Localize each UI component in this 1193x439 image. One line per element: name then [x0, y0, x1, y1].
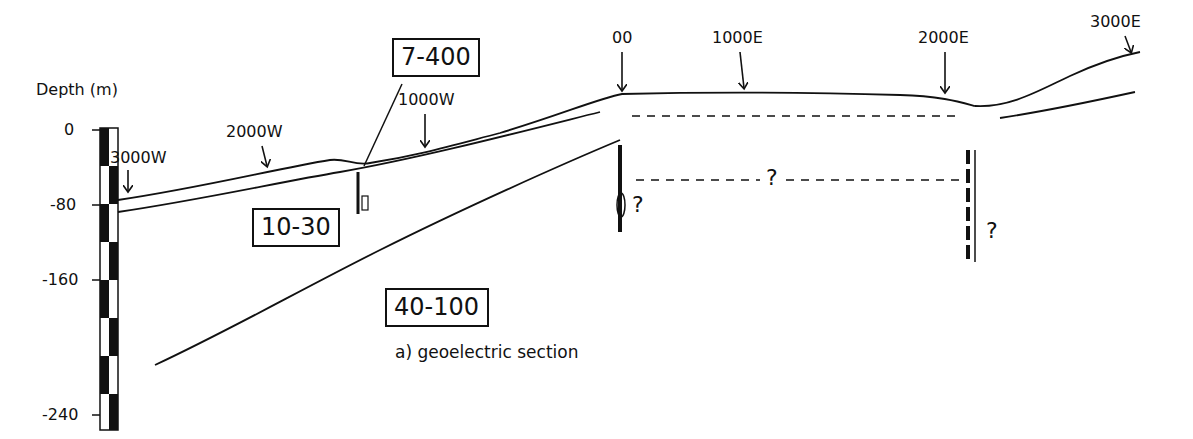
query-mark: ?: [632, 192, 644, 218]
resistivity-box: 7-400: [392, 38, 480, 77]
inferred-boundaries: [632, 116, 960, 180]
resistivity-value: 10-30: [261, 213, 331, 242]
station-label: 1000W: [398, 90, 455, 109]
station-label: 3000W: [110, 148, 167, 167]
station-label: 2000E: [918, 28, 969, 47]
resistivity-box: 10-30: [252, 208, 340, 247]
boreholes: [358, 84, 975, 262]
station-label: 1000E: [712, 28, 763, 47]
depth-tick: 0: [64, 120, 74, 139]
station-arrows: [128, 36, 1131, 191]
depth-tick: -240: [42, 405, 78, 424]
figure-caption: a) geoelectric section: [395, 342, 578, 362]
resistivity-box: 40-100: [385, 288, 489, 327]
query-mark: ?: [986, 218, 998, 244]
station-label: 3000E: [1090, 12, 1141, 31]
resistivity-value: 40-100: [394, 293, 480, 322]
axis-title: Depth (m): [36, 80, 118, 99]
query-mark: ?: [766, 165, 778, 191]
station-label: 00: [612, 28, 632, 47]
depth-tick: -160: [42, 270, 78, 289]
depth-tick: -80: [50, 195, 76, 214]
station-label: 2000W: [226, 122, 283, 141]
resistivity-value: 7-400: [401, 43, 471, 72]
layer-boundaries: [118, 52, 1140, 365]
depth-scale: [92, 128, 118, 430]
